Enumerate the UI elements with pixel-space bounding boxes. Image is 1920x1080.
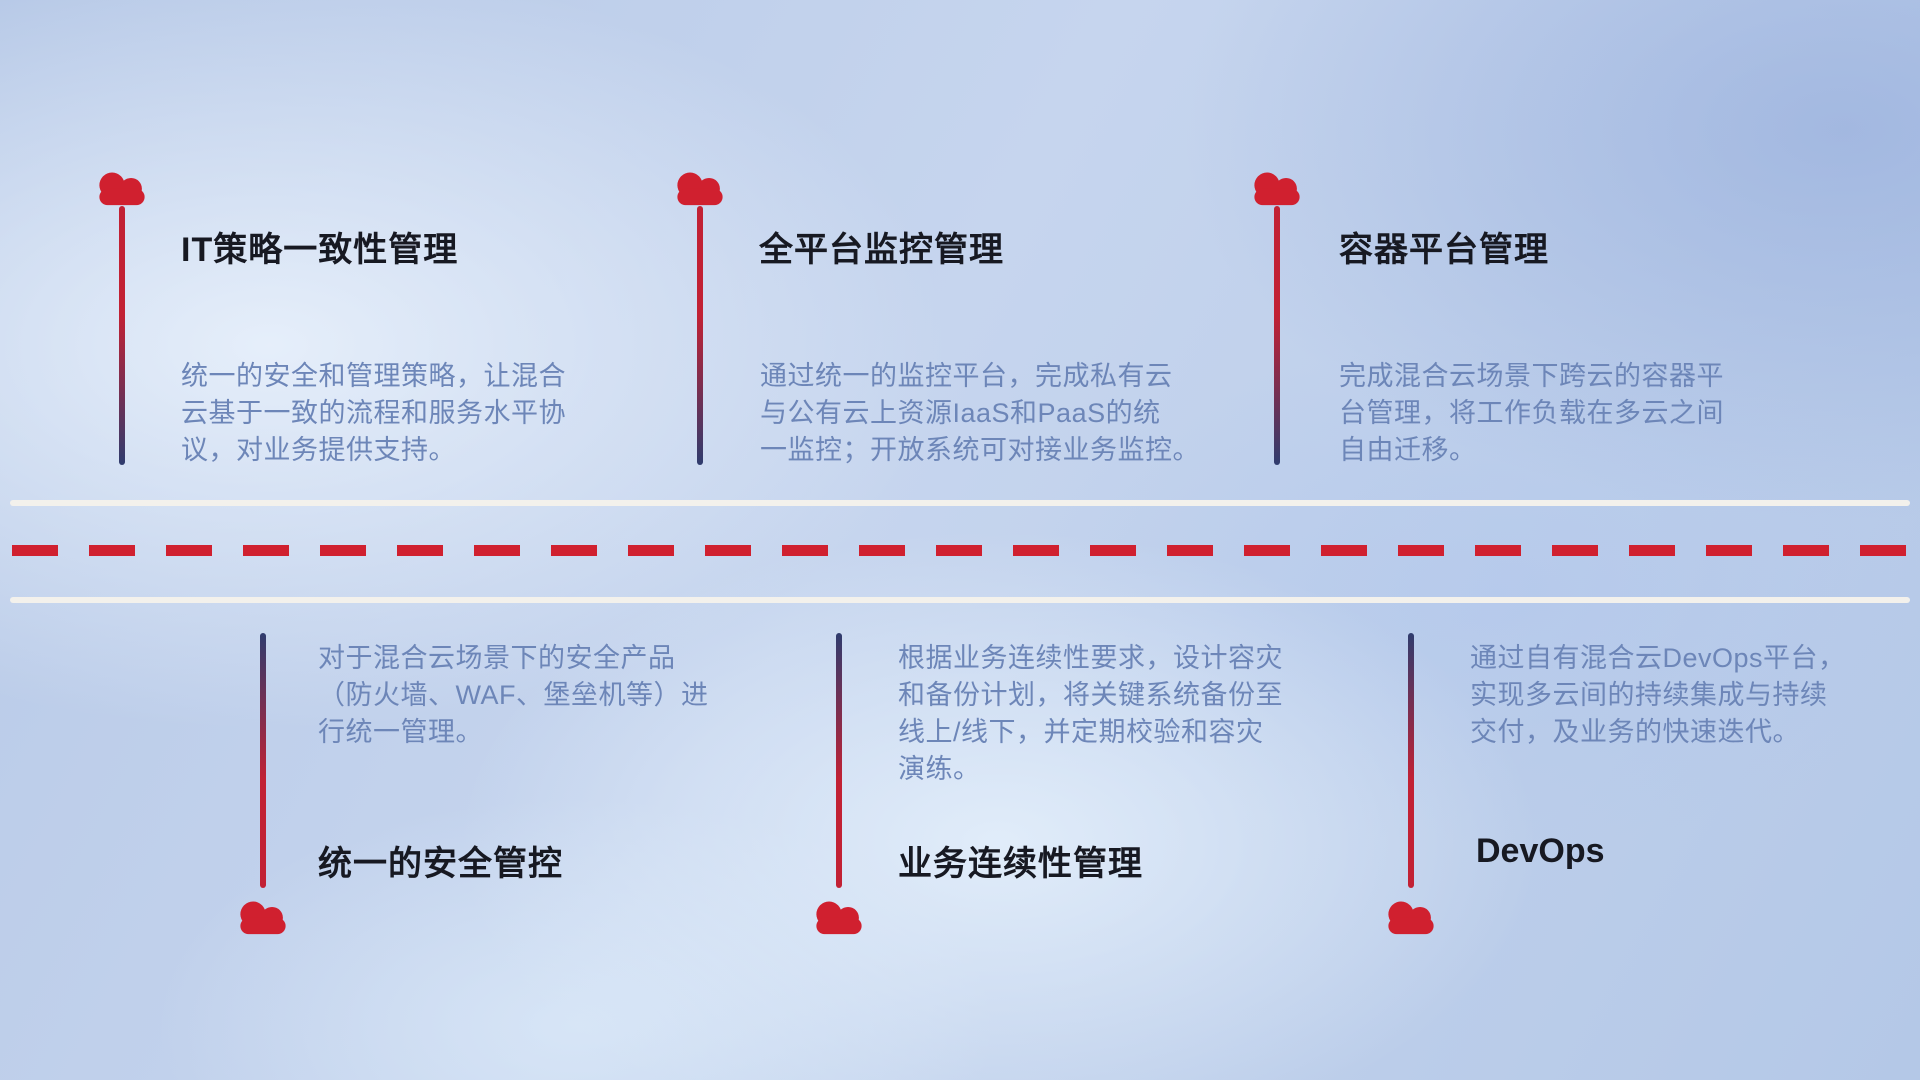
capability-title: 全平台监控管理 <box>759 231 1004 269</box>
capability-description: 通过统一的监控平台，完成私有云 与公有云上资源IaaS和PaaS的统 一监控；开… <box>760 361 1200 465</box>
capability-description: 统一的安全和管理策略，让混合 云基于一致的流程和服务水平协 议，对业务提供支持。 <box>181 361 566 465</box>
cloud-icon <box>1254 172 1300 206</box>
capability-title: 容器平台管理 <box>1339 231 1549 269</box>
capability-title: 统一的安全管控 <box>318 845 563 883</box>
connector-line <box>119 206 125 465</box>
cloud-icon <box>816 901 862 935</box>
capability-description: 对于混合云场景下的安全产品 （防火墙、WAF、堡垒机等）进 行统一管理。 <box>318 643 709 747</box>
connector-line <box>836 633 842 888</box>
connector-line <box>1274 206 1280 465</box>
cloud-icon <box>1388 901 1434 935</box>
road-bottom-edge <box>10 597 1910 603</box>
road-center-dashed-line <box>12 545 1908 556</box>
capability-title: IT策略一致性管理 <box>181 231 459 269</box>
capability-title: DevOps <box>1476 832 1605 870</box>
capability-description: 通过自有混合云DevOps平台， 实现多云间的持续集成与持续 交付，及业务的快速… <box>1470 643 1846 747</box>
cloud-icon <box>99 172 145 206</box>
capability-title: 业务连续性管理 <box>898 845 1143 883</box>
cloud-icon <box>677 172 723 206</box>
capability-description: 根据业务连续性要求，设计容灾 和备份计划，将关键系统备份至 线上/线下，并定期校… <box>898 643 1283 784</box>
connector-line <box>1408 633 1414 888</box>
connector-line <box>697 206 703 465</box>
capability-description: 完成混合云场景下跨云的容器平 台管理，将工作负载在多云之间 自由迁移。 <box>1339 361 1724 465</box>
connector-line <box>260 633 266 888</box>
cloud-icon <box>240 901 286 935</box>
road-top-edge <box>10 500 1910 506</box>
